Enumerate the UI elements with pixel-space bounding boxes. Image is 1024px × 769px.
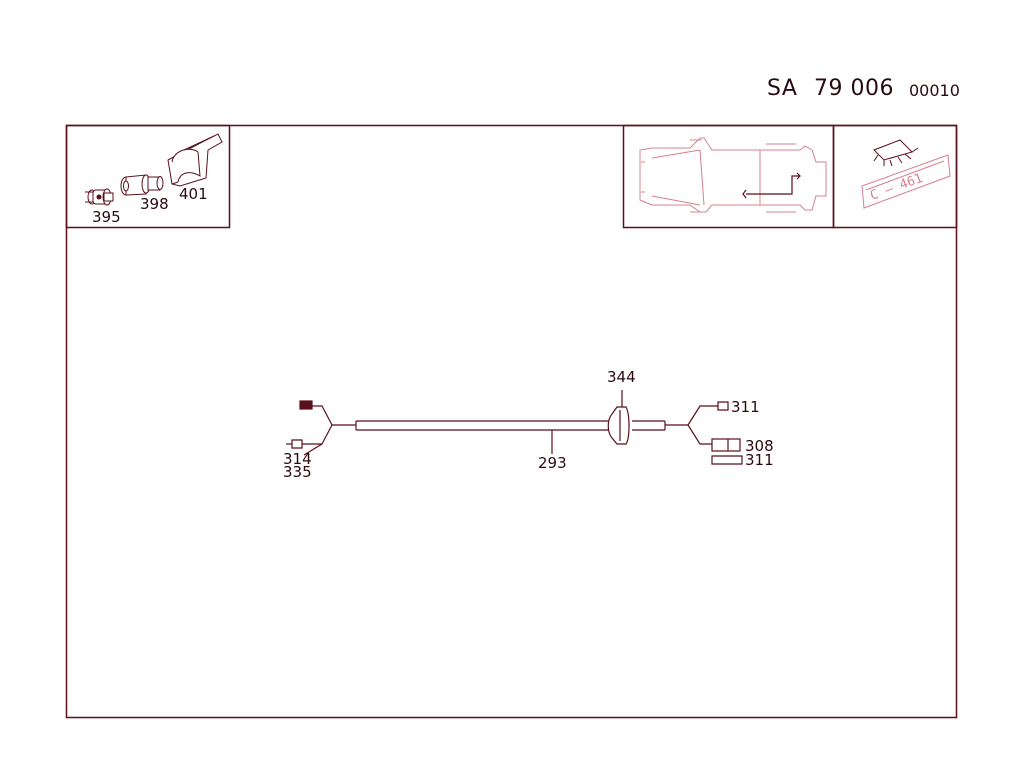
inset-vehicle-box [622,124,835,229]
grommet-344 [607,406,630,445]
branch-right-lower [687,424,712,445]
sheet-number: 00010 [909,81,960,100]
cover-cap-illustration [167,133,223,187]
diagram-frame [65,124,958,719]
part-label-314: 314 [283,450,312,468]
harness-routing-path [742,172,801,199]
group-prefix: SA [767,76,798,101]
connector-311-top [717,401,729,411]
license-plate-illustration: C — 461 [861,154,951,209]
group-number: 79 006 [814,76,894,101]
part-label-395: 395 [92,208,121,226]
part-label-308: 308 [745,437,774,455]
part-label-311-bottom: 311 [745,451,774,469]
plate-text: C — 461 [868,171,925,204]
vehicle-outline-illustration [639,137,827,213]
part-label-398: 398 [140,195,169,213]
inset-parts-box [65,124,231,229]
lamp-holder-illustration [120,174,164,196]
part-label-335: 335 [283,463,312,481]
branch-left-lower [302,424,333,445]
wiring-harness [286,390,743,465]
sheet-header: SA 79 006 00010 [0,74,1024,106]
harness-main-cable [355,420,612,431]
branch-right-upper [687,405,718,426]
branch-left-upper [312,405,333,426]
connector-308 [711,438,741,452]
plate-lamp-location-illustration [873,139,919,167]
part-label-401: 401 [179,185,208,203]
part-label-293: 293 [538,454,567,472]
bulb-socket-illustration [85,188,114,206]
inset-location-box [832,124,958,229]
connector-left-upper [299,400,313,410]
leader-line-314 [303,443,323,456]
part-label-311-top: 311 [731,398,760,416]
part-label-344: 344 [607,368,636,386]
connector-left-lower [291,439,303,449]
connector-311-bottom [711,455,743,465]
harness-cable-end [632,420,666,431]
